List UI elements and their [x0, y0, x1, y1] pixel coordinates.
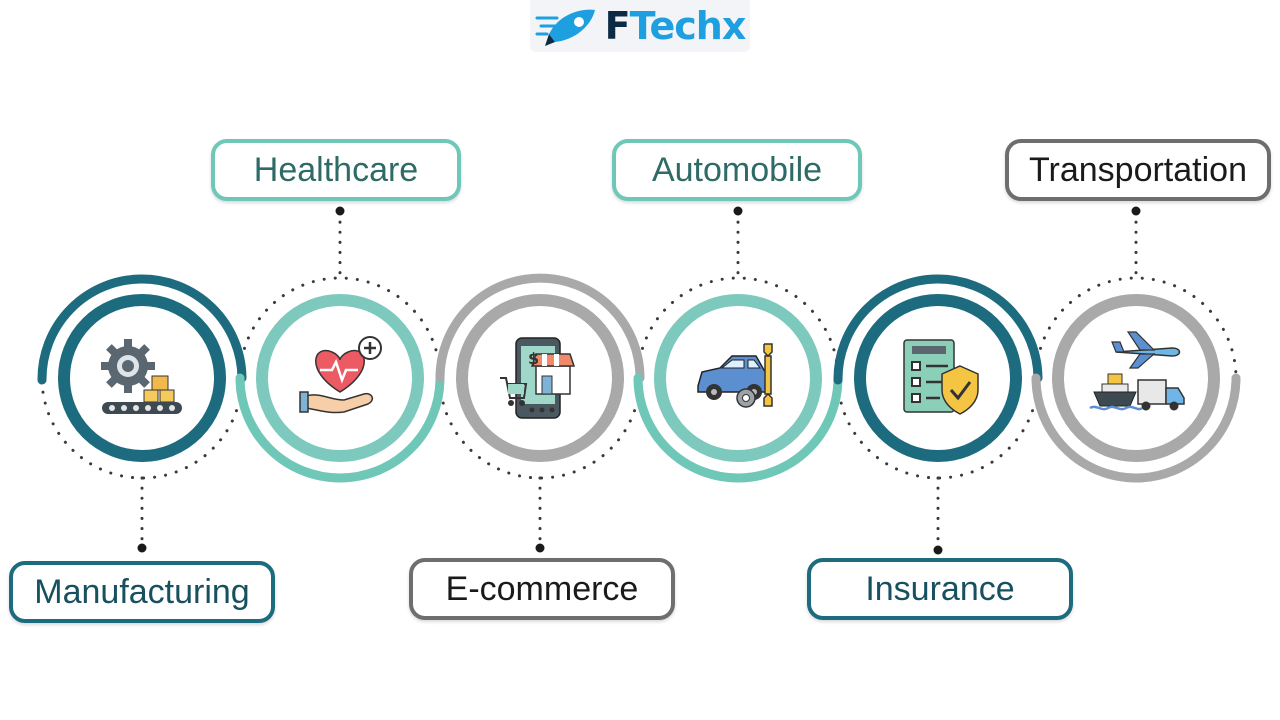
label-healthcare: Healthcare — [211, 139, 461, 201]
label-ecommerce-text: E-commerce — [445, 569, 639, 608]
label-transportation-text: Transportation — [1029, 150, 1247, 189]
arc-automobile — [633, 373, 843, 483]
rocket-logo-icon — [535, 9, 595, 46]
label-automobile: Automobile — [612, 139, 862, 201]
brand-name: FTechx — [604, 4, 747, 48]
gear-conveyor-icon — [101, 339, 182, 414]
arc-manufacturing — [37, 274, 247, 385]
mobile-shop-icon: $ — [500, 337, 576, 419]
ring-transportation — [1052, 294, 1220, 462]
connector-dot-manufacturing — [137, 543, 147, 553]
plane-ship-truck-icon — [1089, 331, 1185, 411]
car-wrench-icon — [697, 343, 773, 408]
arc-ecommerce — [435, 273, 645, 383]
label-insurance-text: Insurance — [865, 569, 1015, 608]
arc-transportation — [1031, 373, 1241, 483]
label-insurance: Insurance — [807, 558, 1073, 620]
label-ecommerce: E-commerce — [409, 558, 675, 620]
brand-logo: FTechx — [530, 0, 750, 52]
label-transportation: Transportation — [1005, 139, 1271, 201]
shield-document-icon — [903, 339, 979, 415]
connector-dot-transportation — [1131, 206, 1141, 216]
label-automobile-text: Automobile — [651, 150, 823, 189]
heart-hand-icon — [299, 336, 382, 414]
arc-healthcare — [235, 373, 445, 483]
connector-dot-ecommerce — [535, 543, 545, 553]
svg-text:$: $ — [528, 349, 539, 368]
connector-dot-automobile — [733, 206, 743, 216]
label-healthcare-text: Healthcare — [253, 150, 419, 189]
arc-insurance — [833, 274, 1043, 385]
label-manufacturing: Manufacturing — [9, 561, 275, 623]
connector-dot-insurance — [933, 545, 943, 555]
label-manufacturing-text: Manufacturing — [34, 572, 250, 611]
connector-dot-healthcare — [335, 206, 345, 216]
